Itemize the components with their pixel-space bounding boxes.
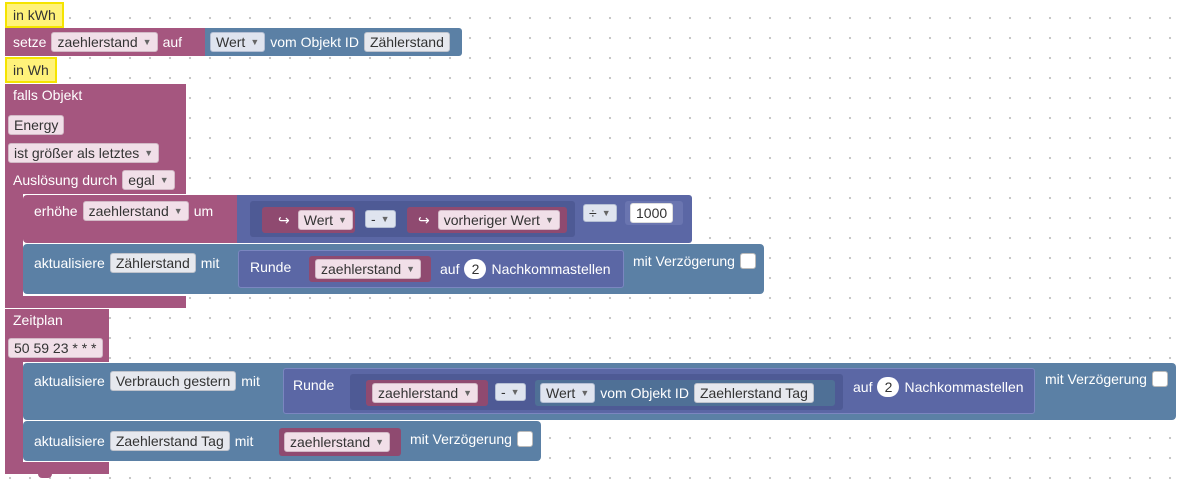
with-label: mit	[200, 255, 220, 271]
divide-operator-dropdown[interactable]: ÷▼	[583, 204, 617, 222]
object-id-label: vom Objekt ID	[270, 34, 359, 50]
with-label: mit	[241, 373, 260, 389]
condition-dropdown[interactable]: ist größer als letztes▼	[8, 143, 160, 163]
trigger-body-border	[5, 194, 23, 300]
chevron-down-icon: ▼	[144, 148, 154, 158]
round-variable-dropdown[interactable]: zaehlerstand▼	[315, 259, 422, 279]
delay-label: mit Verzögerung	[633, 253, 735, 269]
schedule-footer	[5, 462, 109, 474]
update-label: aktualisiere	[34, 255, 105, 271]
chevron-down-icon: ▼	[510, 387, 520, 397]
chevron-down-icon: ▼	[159, 175, 169, 185]
value-attr-dropdown-left[interactable]: Wert▼	[297, 210, 353, 230]
schedule-label: Zeitplan	[13, 312, 63, 328]
to-label: auf	[162, 34, 183, 50]
object-id-field[interactable]: Zaehlerstand Tag	[693, 383, 814, 403]
left-variable-dropdown[interactable]: zaehlerstand▼	[372, 383, 479, 403]
object-id-label: vom Objekt ID	[600, 385, 689, 401]
chevron-down-icon: ▼	[380, 214, 390, 224]
decimals-label: Nachkommastellen	[904, 379, 1024, 395]
chevron-down-icon: ▼	[338, 215, 347, 225]
update-label: aktualisiere	[34, 433, 105, 449]
return-arrow-icon: ↪	[418, 211, 430, 228]
increment-label: erhöhe	[34, 203, 78, 219]
trigger-object-field[interactable]: Energy	[8, 115, 65, 135]
update-target-field[interactable]: Zählerstand	[109, 253, 196, 273]
chevron-down-icon: ▼	[250, 37, 260, 47]
chevron-down-icon: ▼	[544, 215, 554, 225]
by-label: um	[193, 203, 214, 219]
with-label: mit	[234, 433, 254, 449]
value-attr-dropdown[interactable]: Wert▼	[210, 32, 266, 52]
decimals-field[interactable]: 2	[877, 377, 900, 397]
return-arrow-icon: ↪	[278, 211, 290, 228]
trigger-footer	[5, 296, 186, 308]
variable-dropdown[interactable]: zaehlerstand▼	[51, 32, 158, 52]
chevron-down-icon: ▼	[601, 208, 611, 218]
update-target-field[interactable]: Verbrauch gestern	[109, 371, 237, 391]
update-target-field[interactable]: Zaehlerstand Tag	[109, 431, 230, 451]
triggered-by-label: Auslösung durch	[13, 172, 118, 188]
to-label: auf	[853, 379, 873, 395]
decimals-label: Nachkommastellen	[491, 261, 611, 277]
triggered-by-dropdown[interactable]: egal▼	[122, 170, 175, 190]
round-label: Runde	[293, 377, 335, 393]
comment-in-wh[interactable]: in Wh	[5, 57, 57, 83]
value-attr-dropdown[interactable]: Wert▼	[540, 383, 596, 403]
divisor-field[interactable]: 1000	[630, 203, 674, 223]
update-label: aktualisiere	[34, 373, 105, 389]
object-id-field[interactable]: Zählerstand	[363, 32, 450, 52]
chevron-down-icon: ▼	[375, 437, 385, 447]
decimals-field[interactable]: 2	[464, 259, 487, 279]
previous-value-dropdown[interactable]: vorheriger Wert▼	[437, 210, 560, 230]
chevron-down-icon: ▼	[142, 37, 152, 47]
schedule-next-connector	[38, 470, 52, 478]
delay-checkbox[interactable]	[516, 431, 533, 447]
chevron-down-icon: ▼	[580, 388, 590, 398]
cron-field[interactable]: 50 59 23 * * *	[8, 338, 103, 358]
delay-label: mit Verzögerung	[1045, 371, 1147, 387]
if-object-label: falls Objekt	[13, 87, 83, 103]
round-block-1[interactable]	[238, 250, 624, 288]
schedule-body-border	[5, 362, 23, 466]
minus-operator-dropdown[interactable]: -▼	[495, 383, 526, 401]
chevron-down-icon: ▼	[173, 206, 183, 216]
increment-variable-dropdown[interactable]: zaehlerstand▼	[82, 201, 189, 221]
chevron-down-icon: ▼	[463, 388, 473, 398]
chevron-down-icon: ▼	[406, 264, 416, 274]
delay-checkbox[interactable]	[1151, 371, 1168, 387]
variable-dropdown[interactable]: zaehlerstand▼	[284, 432, 391, 452]
round-label: Runde	[250, 259, 292, 275]
delay-label: mit Verzögerung	[410, 431, 512, 447]
minus-operator-dropdown[interactable]: -▼	[365, 210, 396, 228]
set-label: setze	[13, 34, 47, 50]
to-label: auf	[440, 261, 460, 277]
delay-checkbox[interactable]	[739, 253, 756, 269]
comment-in-kwh[interactable]: in kWh	[5, 2, 64, 28]
